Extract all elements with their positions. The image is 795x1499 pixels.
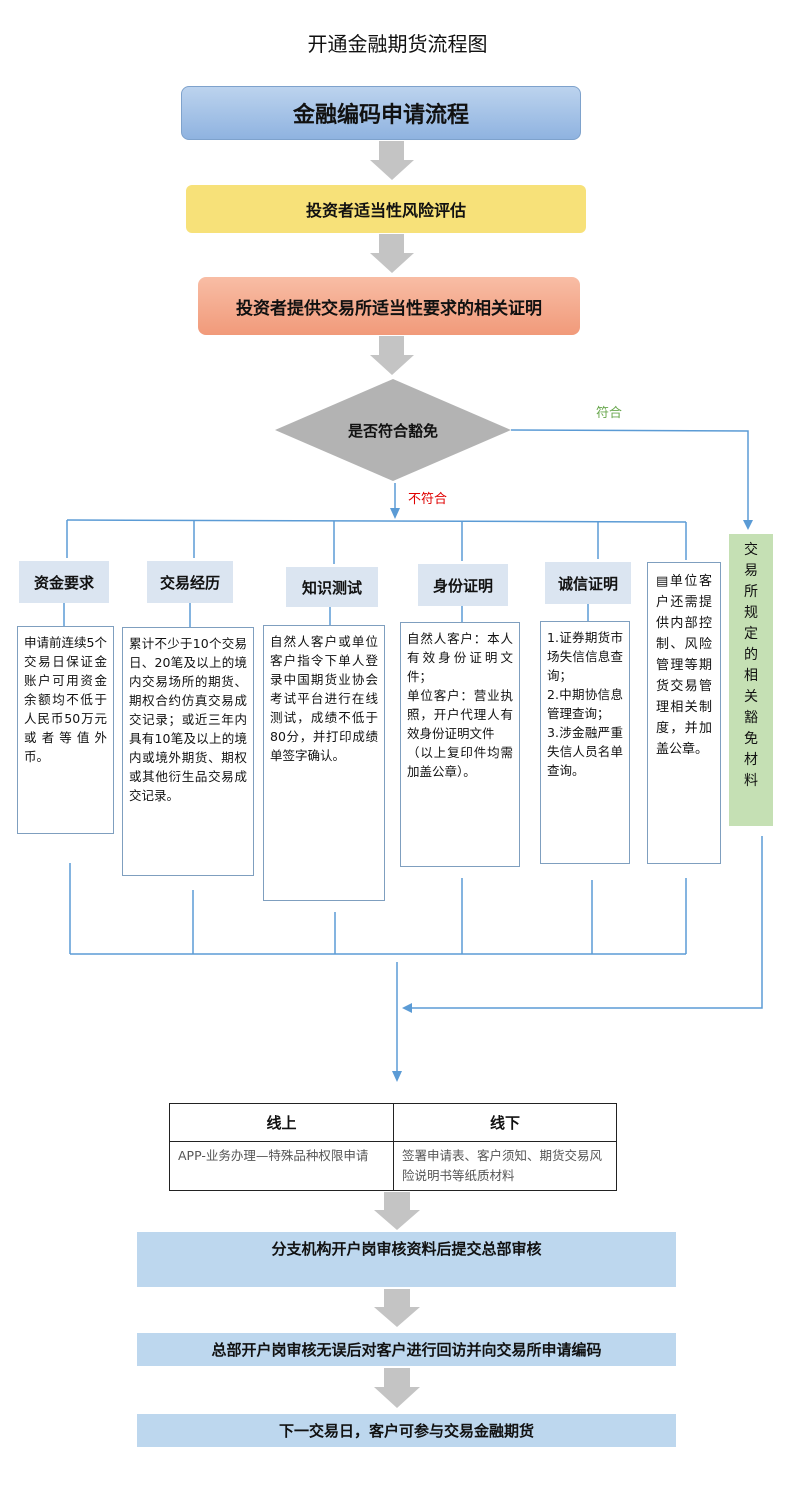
funds-requirement-detail: 申请前连续5个交易日保证金账户可用资金余额均不低于人民币50万元或者等值外币。 <box>17 626 114 834</box>
down-arrow-1 <box>370 141 414 180</box>
decision-diamond <box>275 379 511 481</box>
trading-experience-detail: 累计不少于10个交易日、20笔及以上的境内交易场所的期货、期权合约仿真交易成交记… <box>122 627 254 876</box>
risk-assessment-box: 投资者适当性风险评估 <box>186 185 586 233</box>
hq-review-step: 总部开户岗审核无误后对客户进行回访并向交易所申请编码 <box>137 1333 676 1366</box>
exemption-return-connector <box>412 836 763 1009</box>
down-arrow-3 <box>370 336 414 375</box>
yes-label: 符合 <box>596 406 623 421</box>
decision-label: 是否符合豁免 <box>347 421 438 440</box>
distribution-bus <box>66 519 687 523</box>
trading-experience-heading: 交易经历 <box>147 561 233 603</box>
online-text: APP-业务办理—特殊品种权限申请 <box>170 1142 394 1190</box>
yes-connector <box>510 429 749 520</box>
funds-requirement-heading: 资金要求 <box>19 561 109 603</box>
branch-review-step: 分支机构开户岗审核资料后提交总部审核 <box>137 1232 676 1287</box>
gray-arrows <box>370 141 420 1408</box>
identity-proof-detail: 自然人客户：本人有效身份证明文件； 单位客户：营业执照，开户代理人有效身份证明文… <box>400 622 520 867</box>
credit-proof-detail: 1.证券期货市场失信信息查询； 2.中期协信息管理查询； 3.涉金融严重失信人员… <box>540 621 630 864</box>
code-application-box: 金融编码申请流程 <box>181 86 581 140</box>
offline-header: 线下 <box>394 1104 616 1142</box>
down-arrow-4 <box>374 1192 420 1230</box>
no-label: 不符合 <box>408 492 448 507</box>
page-title: 开通金融期货流程图 <box>307 32 488 56</box>
down-arrow-2 <box>370 234 414 273</box>
trading-enabled-step: 下一交易日，客户可参与交易金融期货 <box>137 1414 676 1447</box>
credit-proof-heading: 诚信证明 <box>545 562 631 604</box>
down-arrow-5 <box>374 1289 420 1327</box>
proof-box: 投资者提供交易所适当性要求的相关证明 <box>198 277 580 335</box>
online-header: 线上 <box>170 1104 394 1142</box>
identity-proof-heading: 身份证明 <box>418 564 508 606</box>
offline-text: 签署申请表、客户须知、期货交易风险说明书等纸质材料 <box>402 1148 603 1183</box>
down-arrow-6 <box>374 1368 420 1408</box>
channel-table: 线上 线下 APP-业务办理—特殊品种权限申请 签署申请表、客户须知、期货交易风… <box>169 1103 617 1191</box>
exemption-materials-box: 交易所规定的相关豁免材料 <box>729 534 773 826</box>
connector-arrowheads <box>390 508 753 1082</box>
unit-client-note: ▤单位客户还需提供内部控制、风险管理等期货交易管理相关制度，并加盖公章。 <box>647 562 721 864</box>
knowledge-test-detail: 自然人客户或单位客户指令下单人登录中国期货业协会考试平台进行在线测试，成绩不低于… <box>263 625 385 901</box>
knowledge-test-heading: 知识测试 <box>286 567 378 607</box>
